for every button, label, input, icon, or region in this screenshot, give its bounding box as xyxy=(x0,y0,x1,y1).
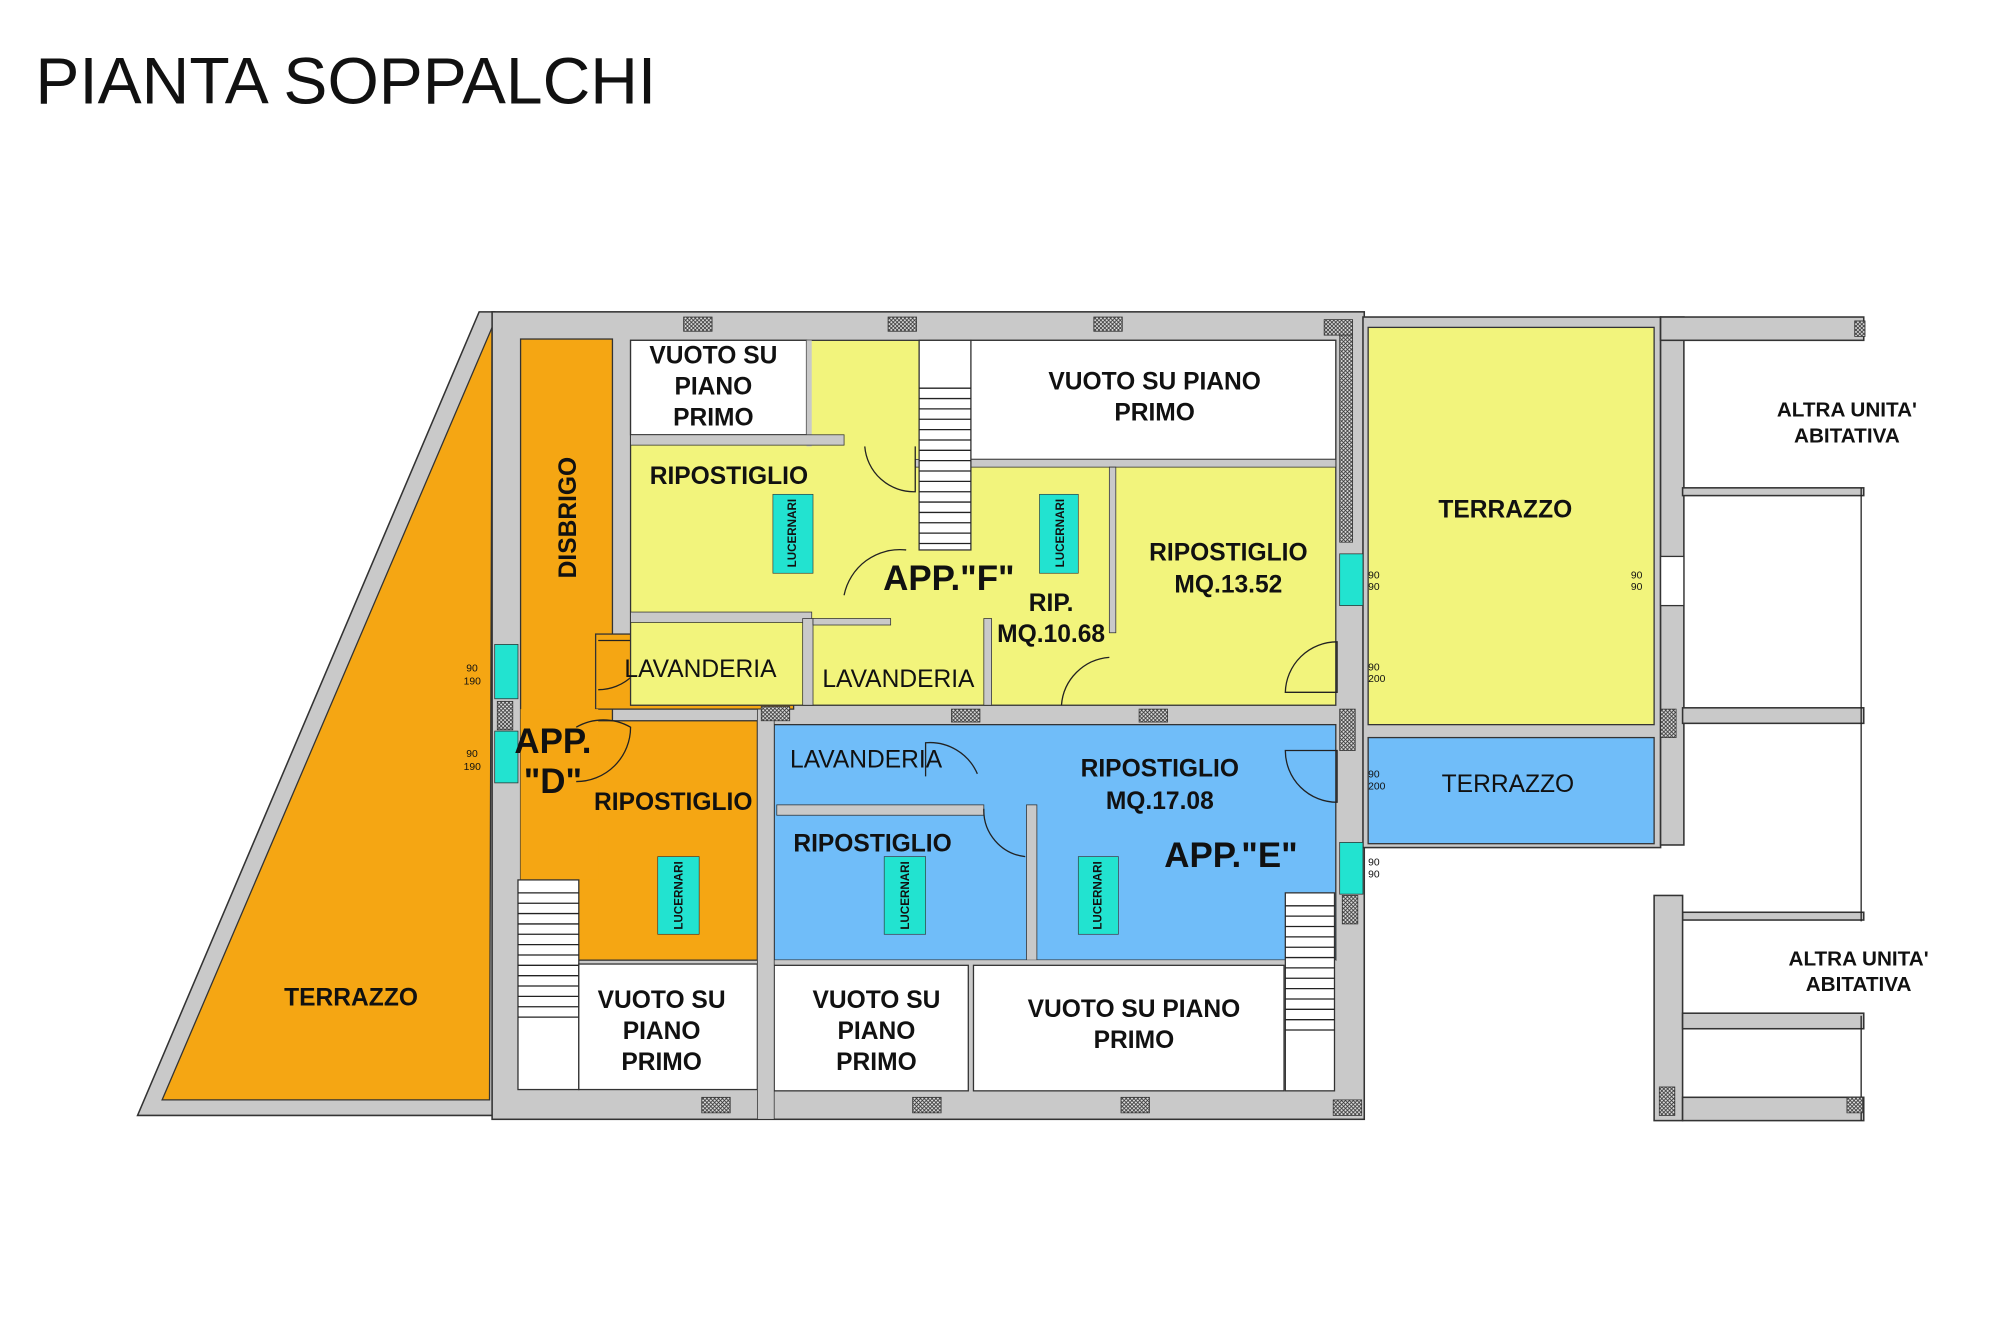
stair-f xyxy=(918,339,972,551)
rip-label: RIP. xyxy=(1029,590,1074,617)
terrazzo-app-d xyxy=(161,327,493,1101)
ripostiglio-e-label: RIPOSTIGLIO xyxy=(793,830,951,857)
dim-height: 90 xyxy=(1368,869,1380,880)
vuoto-label: PRIMO xyxy=(1094,1027,1175,1054)
vuoto-label: VUOTO SU xyxy=(598,987,726,1014)
window xyxy=(494,730,519,784)
terrazzo-f-label: TERRAZZO xyxy=(1438,497,1572,524)
dim-width: 90 xyxy=(466,664,478,675)
app-d-name: APP. xyxy=(514,722,591,761)
terrazzo-d-label: TERRAZZO xyxy=(284,984,418,1011)
app-d-name: "D" xyxy=(524,762,582,801)
dim-width: 90 xyxy=(1368,858,1380,869)
window xyxy=(1339,553,1364,606)
dim-width: 90 xyxy=(1368,662,1380,673)
app-d xyxy=(517,338,795,1091)
stair-e xyxy=(1284,892,1336,1092)
other-unit-label: ALTRA UNITA' xyxy=(1777,399,1917,422)
door-swing xyxy=(983,808,1026,858)
lucernari-label: LUCERNARI xyxy=(672,861,685,929)
dim-height: 90 xyxy=(1631,582,1643,593)
other-unit-label: ABITATIVA xyxy=(1806,973,1912,996)
dim-width: 90 xyxy=(1368,570,1380,581)
ripostiglio-d-label: RIPOSTIGLIO xyxy=(594,789,752,816)
lucernari-label: LUCERNARI xyxy=(786,499,799,567)
lucernari-label: LUCERNARI xyxy=(1092,861,1105,929)
pillars xyxy=(496,316,1866,1116)
other-units-walls xyxy=(1653,316,1865,1122)
door-swing xyxy=(1060,656,1110,706)
room-labels: DISBRIGO LAVANDERIA APP. "D" RIPOSTIGLIO… xyxy=(284,343,1928,1077)
dim-height: 200 xyxy=(1368,674,1386,685)
dim-width: 90 xyxy=(1368,770,1380,781)
lucernari-label: LUCERNARI xyxy=(899,861,912,929)
ripostiglio-label: RIPOSTIGLIO xyxy=(1149,539,1307,566)
terrazzo-app-f xyxy=(1367,326,1655,726)
other-unit-label: ALTRA UNITA' xyxy=(1789,947,1929,970)
ripostiglio-label: RIPOSTIGLIO xyxy=(1081,755,1239,782)
rip-area: MQ.10.68 xyxy=(997,621,1105,648)
door-swing xyxy=(575,719,632,783)
vuoto-label: PRIMO xyxy=(621,1049,702,1076)
lucernari-label: LUCERNARI xyxy=(1054,499,1067,567)
door-swing xyxy=(864,446,916,493)
dim-height: 190 xyxy=(464,762,482,773)
vuoto-label: VUOTO SU xyxy=(812,987,940,1014)
door-swing xyxy=(1284,641,1338,693)
window xyxy=(494,644,519,700)
other-unit-label: ABITATIVA xyxy=(1794,425,1900,448)
disbrigo-label: DISBRIGO xyxy=(555,457,582,579)
lavanderia-f-label: LAVANDERIA xyxy=(822,666,975,693)
vuoto-label: PRIMO xyxy=(836,1049,917,1076)
app-e xyxy=(773,723,1338,1092)
vuoto-label: PIANO xyxy=(674,374,752,401)
vuoto-label: VUOTO SU xyxy=(649,343,777,370)
stair-d xyxy=(517,879,580,1091)
dim-width: 90 xyxy=(466,749,478,760)
door-swing xyxy=(1284,749,1338,803)
vuoto-label: VUOTO SU PIANO xyxy=(1048,368,1261,395)
window xyxy=(1339,842,1364,895)
ripostiglio-f-label: RIPOSTIGLIO xyxy=(650,463,808,490)
page-title: PIANTA SOPPALCHI xyxy=(35,44,656,118)
lavanderia-d-label: LAVANDERIA xyxy=(624,656,777,683)
lavanderia-e-label: LAVANDERIA xyxy=(790,746,943,773)
dim-height: 90 xyxy=(1368,582,1380,593)
skylights: LUCERNARI LUCERNARI LUCERNARI LUCERNARI … xyxy=(657,493,1119,935)
app-f xyxy=(629,339,1338,706)
dim-height: 190 xyxy=(464,677,482,688)
windows xyxy=(494,553,1364,895)
app-f-name: APP."F" xyxy=(883,559,1014,598)
door-swing xyxy=(843,548,907,596)
door-swing xyxy=(924,741,978,777)
terrazzo-e-label: TERRAZZO xyxy=(1442,771,1574,798)
vuoto-label: PIANO xyxy=(838,1018,916,1045)
vuoto-label: PRIMO xyxy=(1114,400,1195,427)
ripostiglio-area: MQ.17.08 xyxy=(1106,788,1214,815)
dim-height: 200 xyxy=(1368,781,1386,792)
app-e-name: APP."E" xyxy=(1164,836,1297,875)
dimension-labels: 90 190 90 190 90 90 90 200 90 90 90 200 … xyxy=(464,570,1643,880)
terrazzo-app-e xyxy=(1367,736,1655,845)
dim-width: 90 xyxy=(1631,570,1643,581)
vuoto-label: PRIMO xyxy=(673,405,754,432)
vuoto-label: VUOTO SU PIANO xyxy=(1028,996,1241,1023)
vuoto-label: PIANO xyxy=(623,1018,701,1045)
ripostiglio-area: MQ.13.52 xyxy=(1174,572,1282,599)
